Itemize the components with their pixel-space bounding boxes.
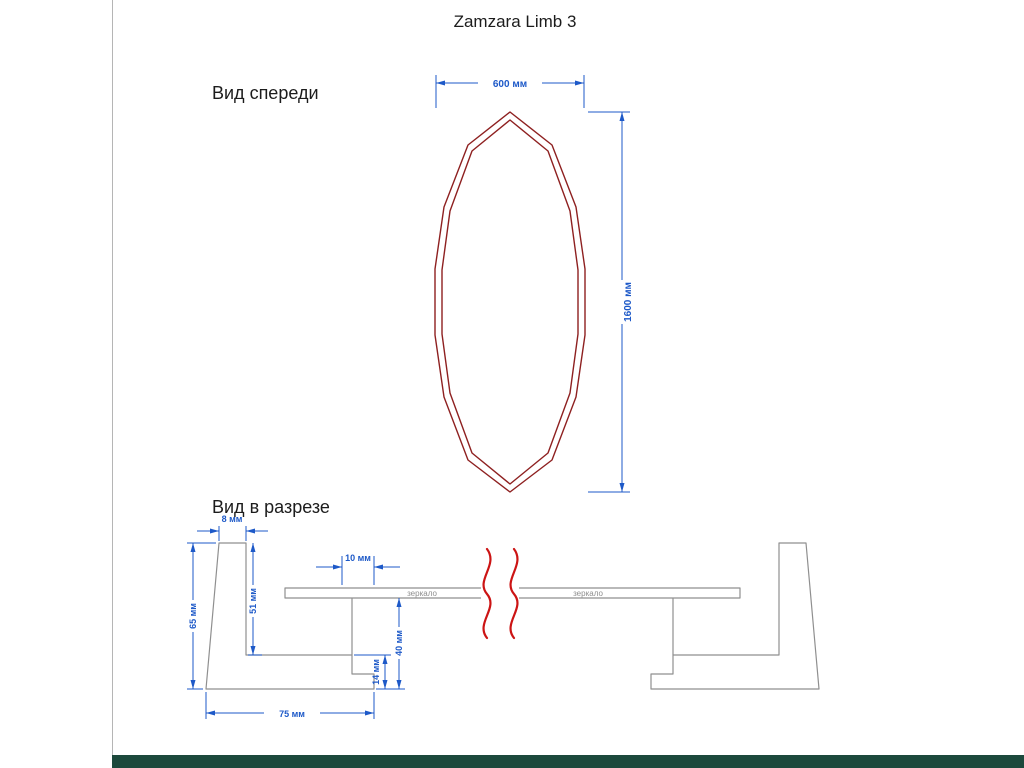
front-view: Вид спереди 600 мм 1600 мм	[212, 75, 634, 493]
dim-10-extension-lines	[341, 556, 375, 585]
dim-height: 1600 мм	[588, 111, 634, 493]
dim-inner-height: 51 мм	[248, 543, 262, 656]
break-lines	[481, 547, 519, 640]
dim-cavity-depth: 40 мм	[376, 598, 405, 690]
front-view-label: Вид спереди	[212, 83, 319, 103]
section-view-label: Вид в разрезе	[212, 497, 330, 517]
dim-65-value: 65 мм	[188, 603, 198, 629]
dim-14-value: 14 мм	[371, 659, 381, 685]
dim-glass-inset: 10 мм	[316, 553, 400, 585]
break-squiggle-right	[509, 547, 519, 640]
dim-51-value: 51 мм	[248, 588, 258, 614]
dim-10-value: 10 мм	[345, 553, 371, 563]
dim-width: 600 мм	[435, 75, 585, 108]
footer-bar	[112, 755, 1024, 768]
glass-label-left: зеркало	[407, 589, 437, 598]
dim-40-value: 40 мм	[394, 630, 404, 656]
mirror-outer-edge	[434, 111, 586, 493]
glass-label-right: зеркало	[573, 589, 603, 598]
dim-8-extension-lines	[218, 526, 247, 541]
dim-75-value: 75 мм	[279, 709, 305, 719]
right-frame-profile	[650, 542, 820, 690]
dim-foot-height: 14 мм	[354, 654, 391, 689]
dim-height-value: 1600 мм	[623, 282, 634, 322]
dim-8-value: 8 мм	[222, 514, 243, 524]
section-view: Вид в разрезе зеркало зеркало	[187, 497, 820, 719]
right-frame-outline	[650, 542, 820, 690]
mirror-inner-edge	[441, 119, 579, 485]
dim-top-thickness: 8 мм	[197, 514, 268, 541]
dim-width-value: 600 мм	[493, 79, 527, 90]
left-frame-profile	[205, 542, 375, 690]
dim-base-width: 75 мм	[205, 692, 375, 719]
page-title: Zamzara Limb 3	[454, 12, 577, 31]
dim-outer-height: 65 мм	[187, 542, 216, 690]
left-frame-outline	[205, 542, 375, 690]
mirror-outline	[434, 111, 586, 493]
break-squiggle-left	[482, 547, 492, 640]
